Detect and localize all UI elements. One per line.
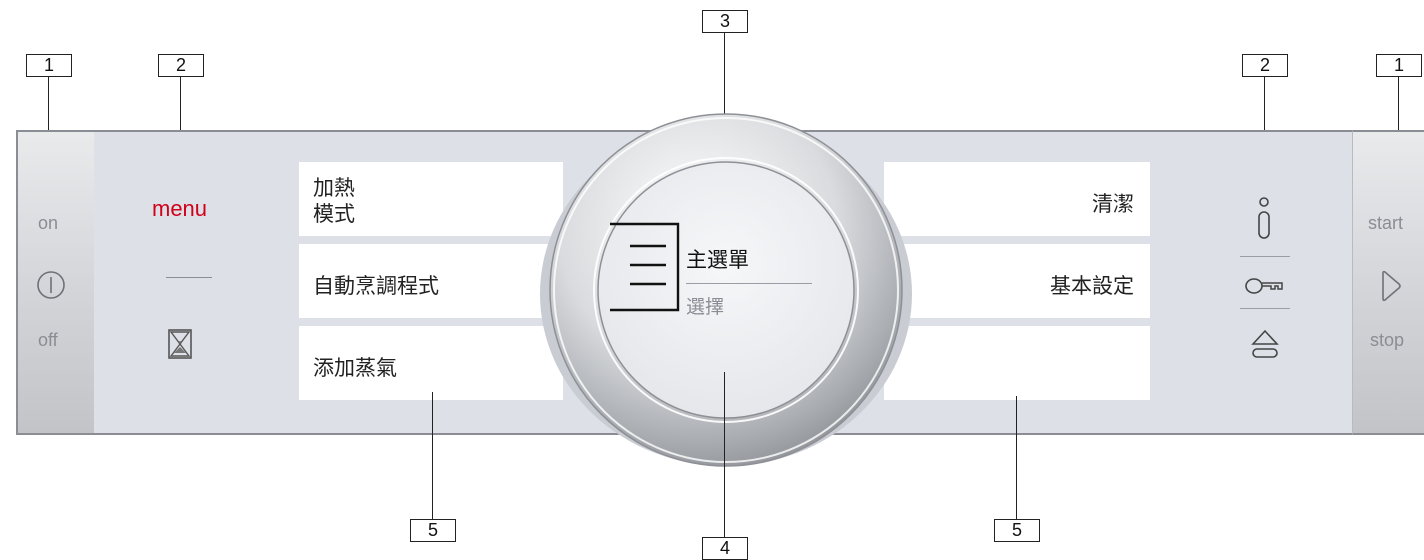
tile-basic-settings-label: 基本設定 [1050, 274, 1134, 298]
off-label: off [38, 330, 58, 350]
leader-line-5-left [432, 392, 433, 520]
callout-1-right: 1 [1376, 54, 1422, 77]
control-dial[interactable] [534, 108, 918, 468]
key-icon[interactable] [1244, 276, 1286, 296]
callout-2-right: 2 [1242, 54, 1288, 77]
start-label: start [1368, 213, 1404, 233]
tile-empty[interactable] [884, 326, 1150, 400]
callout-2-left: 2 [158, 54, 204, 77]
tile-cleaning-label: 清潔 [1092, 192, 1134, 216]
right-start-cap [1352, 130, 1424, 435]
power-button[interactable] [36, 270, 66, 300]
play-icon[interactable] [1380, 270, 1402, 302]
hourglass-icon [168, 329, 192, 359]
dial-subtitle: 選擇 [686, 296, 725, 318]
menu-separator [166, 277, 212, 278]
dial-title: 主選單 [686, 248, 749, 272]
left-power-cap [16, 130, 94, 435]
tile-heating-mode[interactable]: 加熱 模式 [299, 162, 563, 236]
icon-separator-2 [1240, 308, 1290, 309]
callout-5-left: 5 [410, 519, 456, 542]
tile-add-steam[interactable]: 添加蒸氣 [299, 326, 563, 400]
tile-heating-mode-line1: 加熱 [313, 176, 355, 200]
tile-cleaning[interactable]: 清潔 [884, 162, 1150, 236]
tile-auto-programs[interactable]: 自動烹調程式 [299, 244, 563, 318]
tile-add-steam-label: 添加蒸氣 [313, 356, 397, 380]
icon-separator-1 [1240, 256, 1290, 257]
stop-label: stop [1370, 330, 1405, 350]
callout-5-right: 5 [994, 519, 1040, 542]
leader-line-4 [724, 372, 725, 538]
tile-auto-programs-label: 自動烹調程式 [313, 274, 439, 298]
eject-icon[interactable] [1250, 328, 1280, 360]
leader-line-5-right [1016, 396, 1017, 520]
info-icon[interactable] [1252, 196, 1276, 242]
power-icon [37, 271, 65, 299]
timer-button[interactable] [166, 328, 194, 360]
tile-basic-settings[interactable]: 基本設定 [884, 244, 1150, 318]
on-label: on [38, 213, 59, 233]
menu-list-icon [610, 222, 680, 312]
leader-line-3 [724, 32, 725, 150]
callout-4-center: 4 [702, 537, 748, 560]
tile-heating-mode-line2: 模式 [313, 202, 355, 226]
leader-line-2-right [1264, 76, 1265, 174]
menu-button[interactable]: menu [152, 196, 208, 221]
callout-1-left: 1 [26, 54, 72, 77]
dial-divider [686, 283, 812, 284]
callout-3-center: 3 [702, 10, 748, 33]
